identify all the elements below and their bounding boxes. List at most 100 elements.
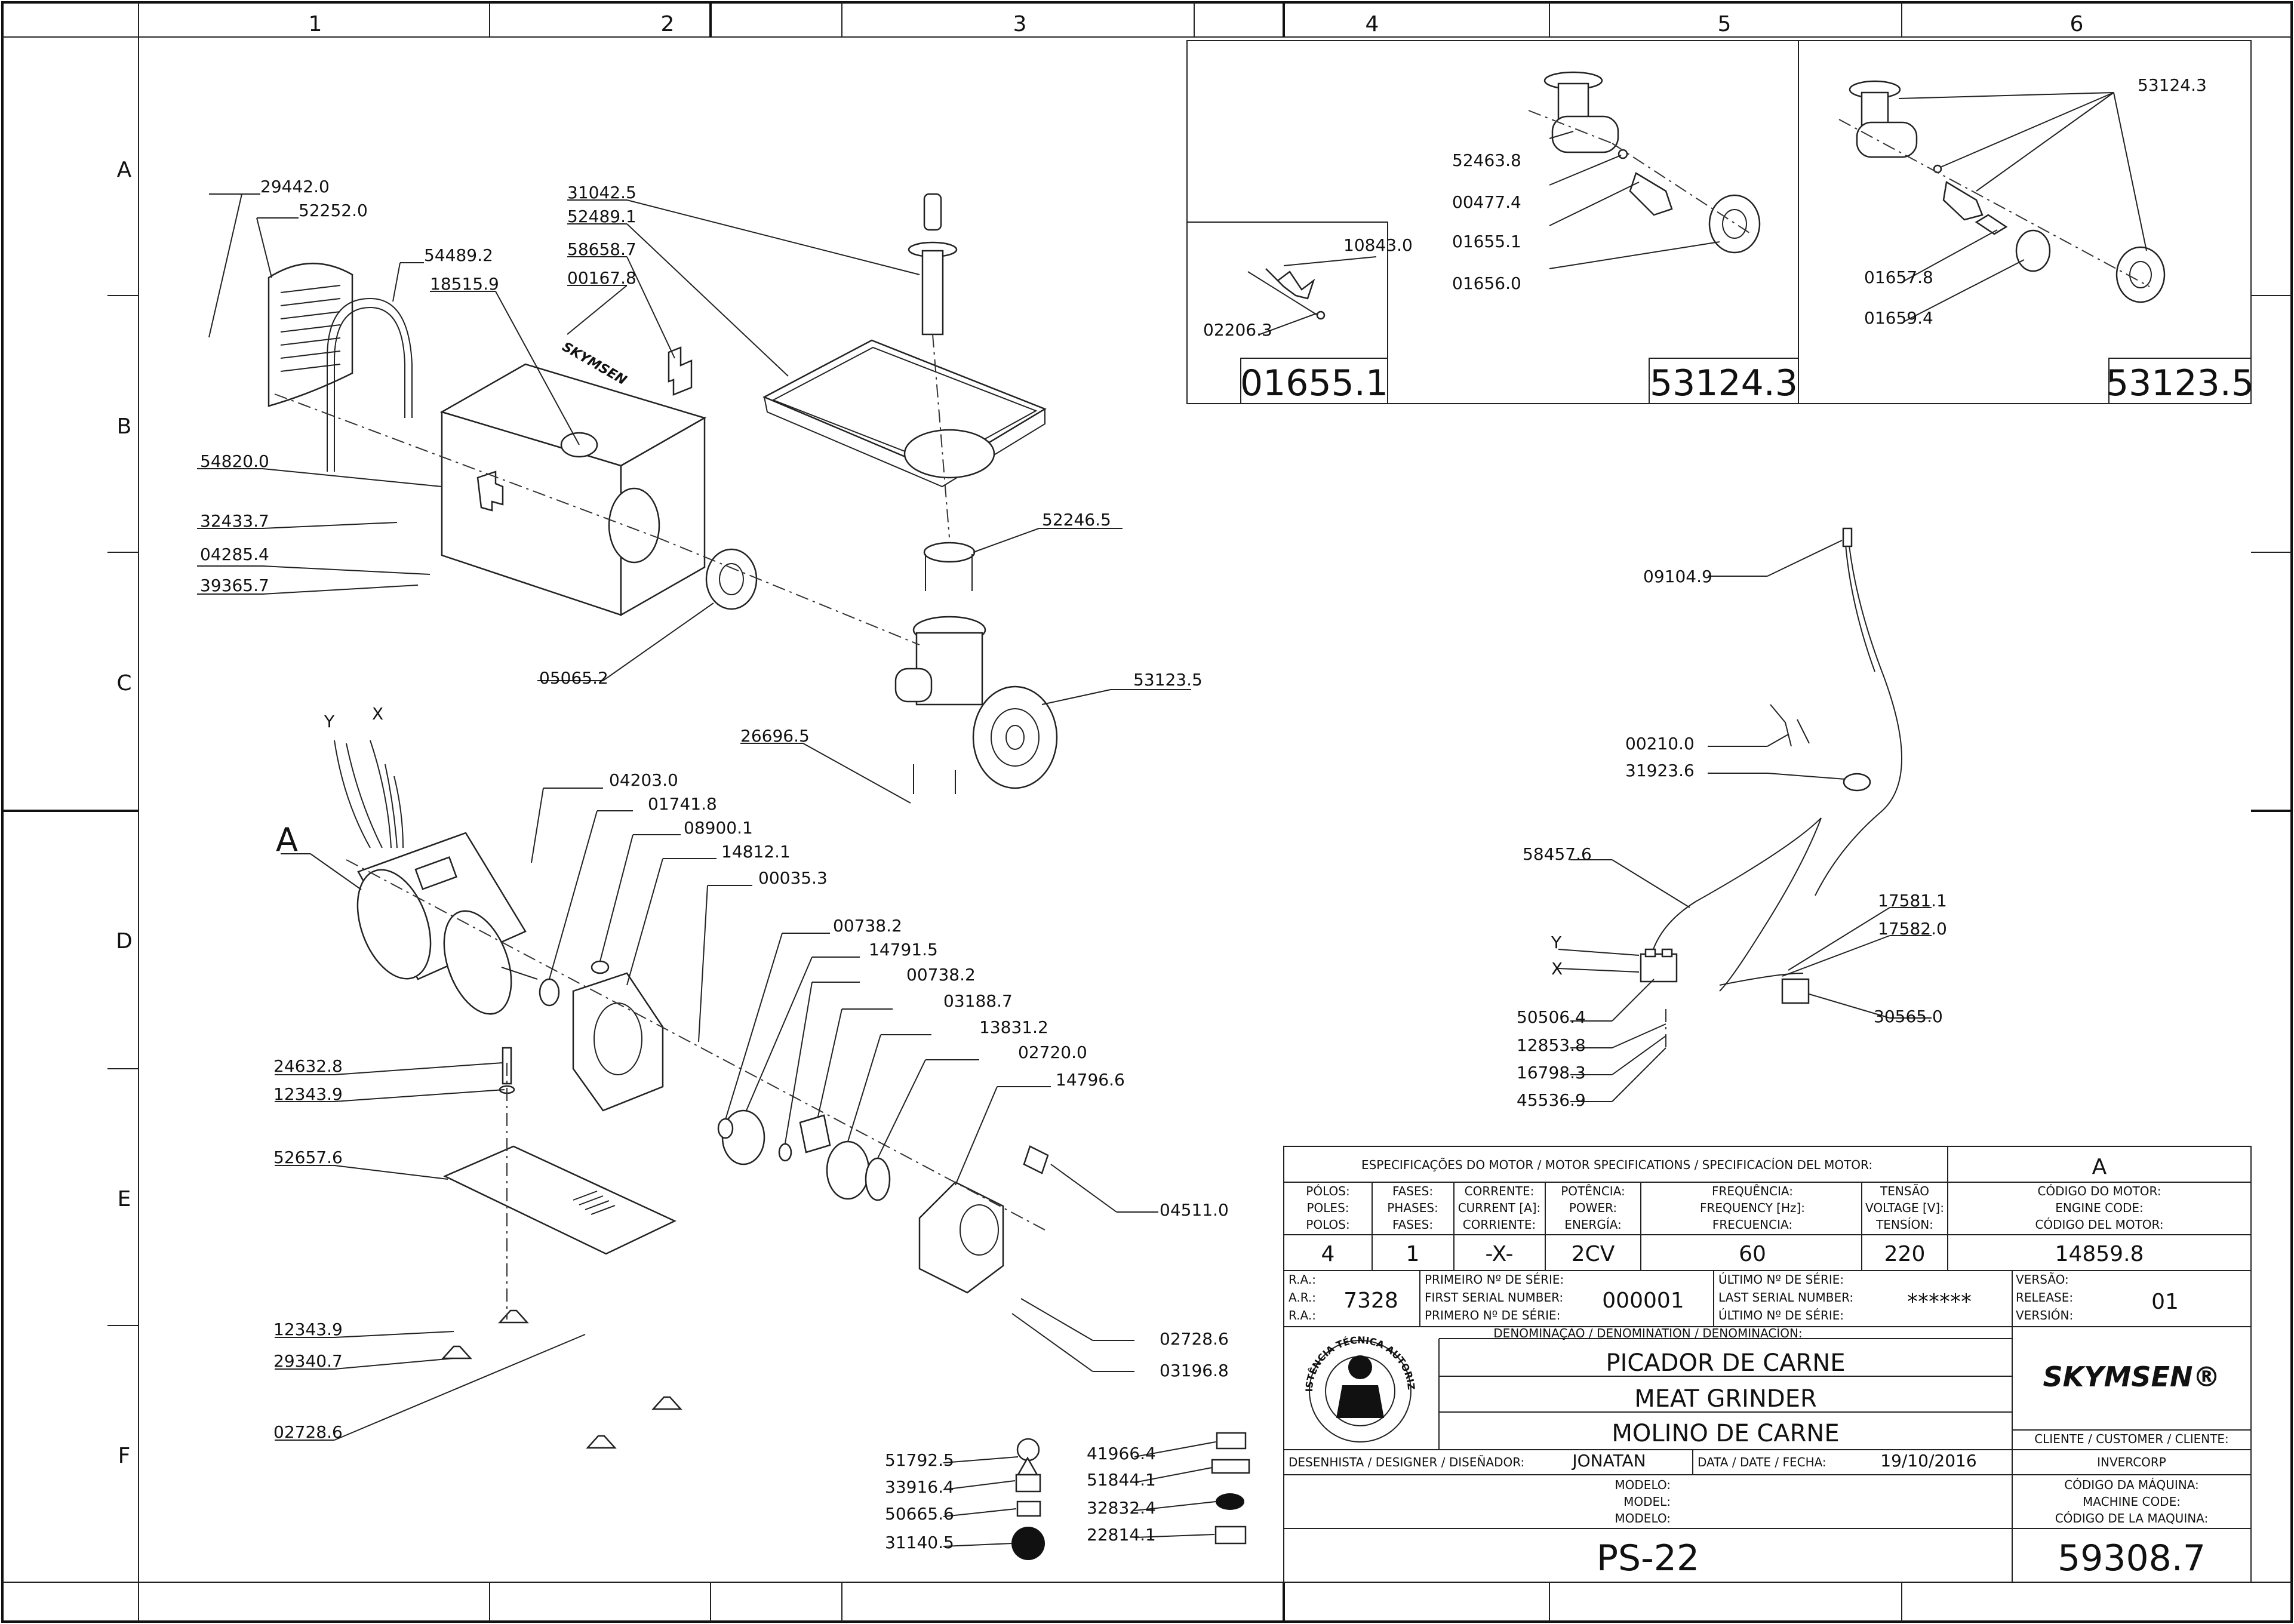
label-14796-6: 14796.6	[1056, 1070, 1125, 1090]
label-32832-4: 32832.4	[1087, 1498, 1156, 1518]
machine-code-label-3: CÓDIGO DE LA MAQUINA:	[2055, 1511, 2209, 1525]
grid-row-e: E	[118, 1187, 131, 1211]
spec-engine-code-value: 14859.8	[2055, 1242, 2144, 1266]
label-01655-1: 01655.1	[1452, 232, 1521, 251]
spec-poles-value: 4	[1321, 1242, 1335, 1266]
label-58658-7: 58658.7	[567, 239, 636, 259]
grinder-head-full-detail	[1838, 80, 2166, 322]
label-12343-9-b: 12343.9	[273, 1320, 343, 1339]
spec-voltage-value: 220	[1884, 1242, 1926, 1266]
grid-col-1: 1	[309, 12, 322, 36]
label-50665-6: 50665.6	[885, 1504, 954, 1524]
motor-callouts: 04203.0 01741.8 08900.1 14812.1 00035.3 …	[273, 704, 1229, 1442]
label-00477-4: 00477.4	[1452, 192, 1521, 212]
wiring-callouts: 09104.9 00210.0 31923.6 58457.6 17581.1 …	[1517, 567, 1947, 1110]
svg-text:ASSISTÊNCIA TÉCNICA AUTORIZADA: ASSISTÊNCIA TÉCNICA AUTORIZADA	[0, 0, 1417, 1392]
label-02728-6-a: 02728.6	[273, 1422, 343, 1442]
label-26696-5: 26696.5	[740, 726, 810, 746]
grid-col-6: 6	[2070, 12, 2084, 36]
client-label: CLIENTE / CUSTOMER / CLIENTE:	[2034, 1432, 2229, 1446]
housing-assembly: SKYMSEN	[267, 193, 1058, 794]
spec-header: ESPECIFICAÇÕES DO MOTOR / MOTOR SPECIFIC…	[1361, 1158, 1872, 1172]
seal-text: ASSISTÊNCIA TÉCNICA AUTORIZADA	[0, 0, 1417, 1392]
label-31042-5: 31042.5	[567, 183, 636, 202]
date-value: 19/10/2016	[1880, 1451, 1976, 1471]
grinder-head-assembly-detail	[1528, 71, 1761, 269]
spec-power-h3: ENERGÍA:	[1564, 1217, 1622, 1232]
spec-power-h1: POTÊNCIA:	[1561, 1184, 1625, 1198]
model-label-1: MODELO:	[1615, 1478, 1671, 1492]
grid-col-4: 4	[1366, 12, 1379, 36]
spec-poles-h1: PÓLOS:	[1306, 1184, 1349, 1198]
spec-phases-h1: FASES:	[1392, 1184, 1433, 1198]
spec-voltage-h3: TENSÍON:	[1875, 1217, 1933, 1232]
first-serial-label-1: PRIMEIRO Nº DE SÉRIE:	[1425, 1272, 1564, 1287]
label-33916-4: 33916.4	[885, 1477, 954, 1497]
spec-engine-code-h2: ENGINE CODE:	[2055, 1201, 2143, 1215]
sticker-parts	[943, 1432, 1250, 1560]
wiring-letter-y: Y	[1551, 933, 1562, 952]
label-52463-8: 52463.8	[1452, 150, 1521, 170]
label-51792-5: 51792.5	[885, 1450, 954, 1470]
name-en: MEAT GRINDER	[1634, 1385, 1817, 1413]
version-label-3: VERSIÓN:	[2016, 1308, 2073, 1322]
machine-code-value: 59308.7	[2058, 1537, 2206, 1579]
label-31140-5: 31140.5	[885, 1533, 954, 1552]
label-41966-4: 41966.4	[1087, 1444, 1156, 1463]
label-30565-0: 30565.0	[1874, 1007, 1943, 1026]
label-12853-8: 12853.8	[1517, 1035, 1586, 1055]
label-00210-0: 00210.0	[1625, 734, 1695, 753]
grid-row-labels: A B C D E F	[116, 158, 133, 1468]
label-02728-6-b: 02728.6	[1160, 1329, 1229, 1349]
spec-phases-h3: FASES:	[1392, 1217, 1433, 1232]
last-serial-value: ******	[1907, 1290, 1972, 1314]
label-24632-8: 24632.8	[273, 1056, 343, 1076]
label-04511-0: 04511.0	[1160, 1200, 1229, 1220]
client-value: INVERCORP	[2097, 1455, 2166, 1469]
spec-poles-h2: POLES:	[1306, 1201, 1349, 1215]
spec-poles-h3: POLOS:	[1306, 1217, 1349, 1232]
label-31923-6: 31923.6	[1625, 761, 1695, 780]
last-serial-label-1: ÚLTIMO Nº DE SÉRIE:	[1718, 1272, 1844, 1287]
model-label-2: MODEL:	[1623, 1494, 1671, 1509]
label-54489-2: 54489.2	[424, 245, 493, 265]
first-serial-value: 000001	[1602, 1288, 1684, 1313]
spec-current-h2: CURRENT [A]:	[1458, 1201, 1541, 1215]
label-52489-1: 52489.1	[567, 207, 636, 226]
spec-current-h3: CORRIENTE:	[1463, 1217, 1536, 1232]
ra-value: 7328	[1343, 1288, 1398, 1313]
version-value: 01	[2151, 1290, 2179, 1314]
motor-leader-lines	[275, 788, 1158, 1441]
spec-voltage-h1: TENSÃO	[1880, 1184, 1929, 1198]
label-03196-8: 03196.8	[1160, 1361, 1229, 1380]
spec-frequency-h2: FREQUENCY [Hz]:	[1700, 1201, 1805, 1215]
label-03188-7: 03188.7	[943, 991, 1013, 1011]
machine-code-label-2: MACHINE CODE:	[2083, 1494, 2181, 1509]
name-pt: PICADOR DE CARNE	[1606, 1349, 1845, 1377]
model-label-3: MODELO:	[1615, 1511, 1671, 1525]
label-04203-0: 04203.0	[609, 770, 678, 790]
label-53124-3-ref: 53124.3	[2138, 75, 2207, 95]
housing-callouts: 29442.0 52252.0 54489.2 18515.9 31042.5 …	[200, 177, 1203, 746]
label-50506-4: 50506.4	[1517, 1007, 1586, 1027]
spec-engine-code-h3: CÓDIGO DEL MOTOR:	[2035, 1217, 2163, 1232]
label-01656-0: 01656.0	[1452, 273, 1521, 293]
label-52657-6: 52657.6	[273, 1148, 343, 1167]
model-value: PS-22	[1597, 1537, 1699, 1579]
grid-col-3: 3	[1013, 12, 1027, 36]
label-01657-8: 01657.8	[1864, 267, 1933, 287]
spec-phases-h2: PHASES:	[1387, 1201, 1438, 1215]
label-32433-7: 32433.7	[200, 511, 269, 531]
label-00738-2-a: 00738.2	[833, 916, 902, 936]
motor-wire-x: X	[372, 704, 383, 724]
label-22814-1: 22814.1	[1087, 1525, 1156, 1545]
designer-label: DESENHISTA / DESIGNER / DISEÑADOR:	[1289, 1455, 1524, 1469]
sticker-callouts: 51792.5 33916.4 50665.6 31140.5 41966.4 …	[885, 1444, 1156, 1552]
label-58457-6: 58457.6	[1523, 844, 1592, 864]
label-14791-5: 14791.5	[869, 940, 938, 959]
label-17582-0: 17582.0	[1878, 919, 1947, 939]
label-10843-0: 10843.0	[1343, 235, 1413, 255]
label-02720-0: 02720.0	[1018, 1042, 1087, 1062]
label-17581-1: 17581.1	[1878, 891, 1947, 911]
